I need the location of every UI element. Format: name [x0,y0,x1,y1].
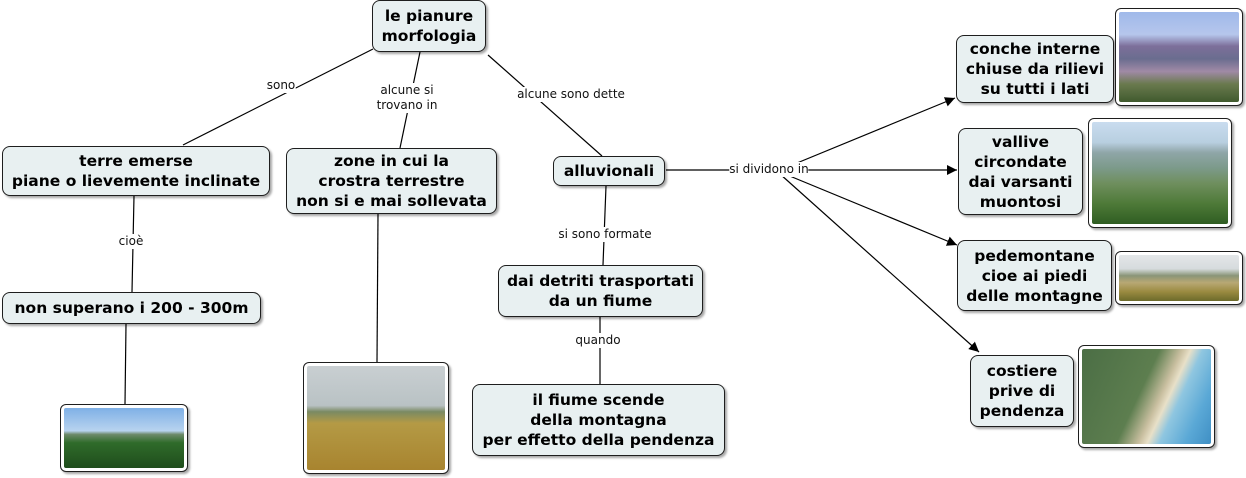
photo-valley[interactable] [1088,118,1232,228]
link-label-quando: quando [575,333,621,348]
photo-plain-field[interactable] [60,404,188,472]
concept-pedemontane[interactable]: pedemontane cioe ai piedi delle montagne [957,240,1112,311]
arrow-pedemontane [779,171,958,246]
concept-conche-interne[interactable]: conche interne chiuse da rilievi su tutt… [956,35,1114,103]
foothills-image [1119,255,1239,301]
valley-image [1092,122,1228,224]
coast-image [1082,349,1211,444]
concept-dai-detriti[interactable]: dai detriti trasportati da un fiume [498,265,703,317]
plain-field-image [64,408,184,468]
arrow-conche [779,97,956,171]
link-alluvionali-detriti [602,185,607,266]
link-label-cioe: cioè [118,234,144,249]
link-nonsuperano-photo [124,323,127,405]
concept-il-fiume-scende[interactable]: il fiume scende della montagna per effet… [472,384,725,456]
photo-wheat-field[interactable] [303,362,449,474]
concept-le-pianure-morfologia[interactable]: le pianure morfologia [372,0,486,52]
link-root-alluvionali [487,54,603,157]
link-label-si-sono-formate: si sono formate [558,227,652,242]
photo-coast[interactable] [1078,345,1215,448]
wheat-field-image [307,366,445,470]
link-label-si-dividono: si dividono in [729,162,809,177]
link-root-terre [182,48,374,146]
link-label-alcune-si-trovano: alcune si trovano in [376,83,438,113]
concept-zone-crosta[interactable]: zone in cui la crostra terrestre non si … [286,148,497,214]
link-zone-photo [376,213,379,363]
photo-basin-town[interactable] [1115,8,1243,106]
concept-costiere[interactable]: costiere prive di pendenza [970,355,1074,427]
concept-terre-emerse[interactable]: terre emerse piane o lievemente inclinat… [2,146,270,196]
concept-non-superano[interactable]: non superano i 200 - 300m [2,292,261,324]
photo-foothills[interactable] [1115,251,1243,305]
concept-vallive[interactable]: vallive circondate dai varsanti muontosi [958,128,1083,215]
arrow-costiere [779,173,980,353]
link-label-sono: sono [266,78,296,93]
concept-alluvionali[interactable]: alluvionali [553,156,665,186]
link-label-alcune-dette: alcune sono dette [517,87,625,102]
basin-town-image [1119,12,1239,102]
